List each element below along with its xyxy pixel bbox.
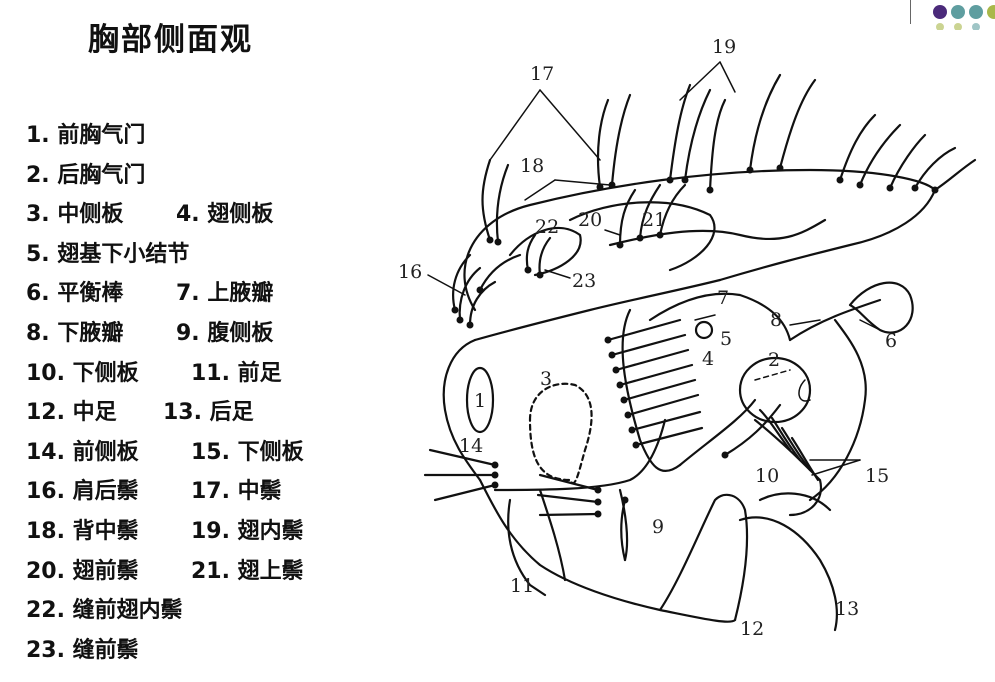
legend-entry: 17. 中鬃 — [191, 472, 282, 512]
label-18: 18 — [520, 155, 544, 177]
legend-entry: 18. 背中鬃 — [26, 512, 191, 552]
label-14: 14 — [459, 435, 483, 457]
label-7: 7 — [717, 287, 729, 309]
legend-entry: 10. 下侧板 — [26, 354, 191, 394]
legend-entry: 8. 下腋瓣 — [26, 314, 176, 354]
legend-entry: 11. 前足 — [191, 354, 282, 394]
legend-entry: 12. 中足 — [26, 393, 163, 433]
legend-entry: 19. 翅内鬃 — [191, 512, 304, 552]
decoration-dot — [933, 5, 947, 19]
legend-entry: 4. 翅侧板 — [176, 195, 273, 235]
bristle-comb-pteropleuron — [605, 320, 703, 449]
label-3: 3 — [540, 368, 552, 390]
legend-entry: 15. 下侧板 — [191, 433, 304, 473]
label-16: 16 — [398, 261, 422, 283]
label-23: 23 — [572, 270, 596, 292]
legend-item: 5. 翅基下小结节 — [26, 235, 304, 275]
decoration-dot — [951, 5, 965, 19]
label-21: 21 — [642, 209, 666, 231]
legend-entry: 7. 上腋瓣 — [176, 274, 273, 314]
legend-item: 2. 后胸气门 — [26, 156, 304, 196]
legend-entry: 21. 翅上鬃 — [191, 552, 304, 592]
bristle-group-left — [452, 160, 521, 329]
label-11: 11 — [510, 575, 534, 597]
label-19: 19 — [712, 36, 736, 58]
label-1: 1 — [474, 390, 486, 412]
legend-entry: 22. 缝前翅内鬃 — [26, 591, 183, 631]
hind-leg — [740, 517, 837, 630]
thorax-lateral-diagram: 1 2 3 4 5 6 7 8 9 10 11 12 13 14 15 16 1… — [380, 20, 990, 670]
legend-entry: 13. 后足 — [163, 393, 254, 433]
legend-entry: 5. 翅基下小结节 — [26, 235, 189, 275]
label-20: 20 — [578, 209, 602, 231]
legend-entry: 23. 缝前鬃 — [26, 631, 176, 671]
legend-entry: 2. 后胸气门 — [26, 156, 176, 196]
decoration-dot — [969, 5, 983, 19]
label-9: 9 — [652, 516, 664, 538]
label-22: 22 — [535, 216, 559, 238]
label-12: 12 — [740, 618, 764, 640]
label-8: 8 — [770, 309, 782, 331]
label-6: 6 — [885, 330, 897, 352]
legend-entry: 16. 肩后鬃 — [26, 472, 191, 512]
legend-item: 1. 前胸气门 — [26, 116, 304, 156]
legend-item: 22. 缝前翅内鬃 — [26, 591, 304, 631]
label-13: 13 — [835, 598, 859, 620]
label-17: 17 — [530, 63, 554, 85]
decoration-dot — [987, 5, 995, 19]
label-2: 2 — [768, 349, 780, 371]
label-5: 5 — [720, 328, 732, 350]
legend-entry: 20. 翅前鬃 — [26, 552, 191, 592]
legend-entry: 1. 前胸气门 — [26, 116, 176, 156]
legend-entry: 9. 腹侧板 — [176, 314, 273, 354]
label-10: 10 — [755, 465, 779, 487]
scutum-outline — [464, 170, 935, 310]
legend-entry: 3. 中侧板 — [26, 195, 176, 235]
legend-entry: 14. 前侧板 — [26, 433, 191, 473]
legend-entry: 6. 平衡棒 — [26, 274, 176, 314]
label-4: 4 — [702, 348, 714, 370]
mid-leg — [660, 495, 747, 620]
bristle-group-top — [597, 75, 976, 194]
legend-item: 23. 缝前鬃 — [26, 631, 304, 671]
subalar-knob — [696, 322, 712, 338]
slide-title: 胸部侧面观 — [88, 14, 253, 59]
label-15: 15 — [865, 465, 889, 487]
mesopleuron-outline — [530, 384, 592, 483]
